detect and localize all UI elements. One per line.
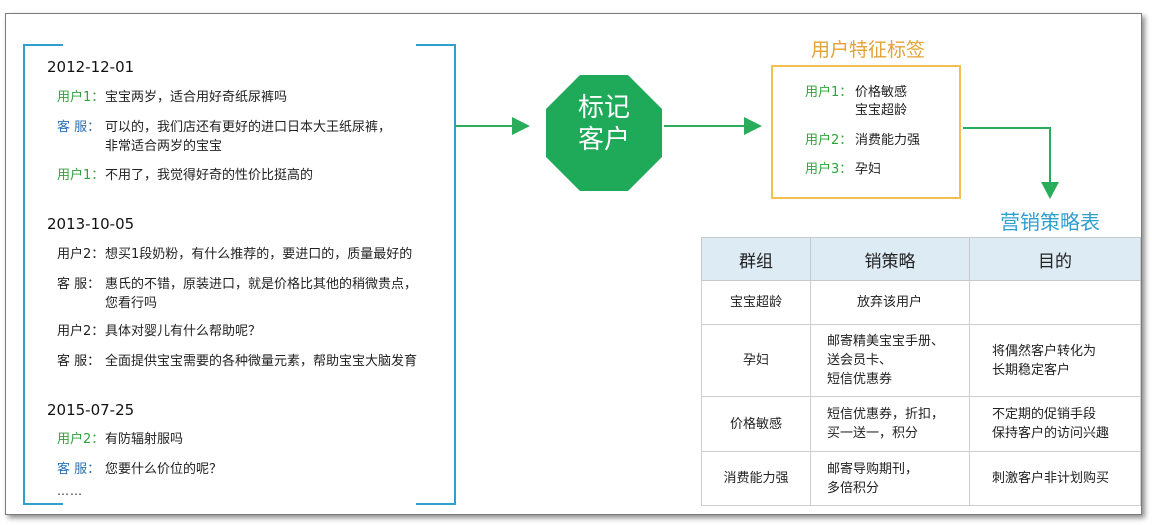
chat-speaker: 客 服：: [57, 277, 101, 292]
chat-line: 客 服： 全面提供宝宝需要的各种微量元素，帮助宝宝大脑发育: [57, 352, 417, 371]
strategy-table: 群组 销策略 目的 宝宝超龄 放弃该用户 孕妇 邮寄精美宝宝手册、 送会员卡、 …: [701, 237, 1141, 506]
chat-line: 客 服： 您要什么价位的呢？: [57, 460, 222, 479]
process-node-line1: 标记: [577, 93, 630, 123]
arrow-to-table: [963, 127, 1051, 182]
conversation-bracket-left: [23, 44, 63, 505]
tag-item: 用户3：孕妇: [805, 161, 881, 179]
table-cell-group: 宝宝超龄: [701, 280, 811, 325]
tag-item: 用户1：价格敏感 宝宝超龄: [805, 84, 907, 120]
tags-title: 用户特征标签: [810, 39, 925, 61]
conversation-date: 2013-10-05: [47, 215, 135, 233]
chat-line: 用户1：不用了，我觉得好奇的性价比挺高的: [57, 166, 313, 185]
chat-text: 全面提供宝宝需要的各种微量元素，帮助宝宝大脑发育: [105, 354, 418, 369]
chat-speaker: 用户2：: [57, 432, 105, 447]
table-cell-strategy: 放弃该用户: [810, 280, 970, 325]
table-header-cell: 目的: [969, 237, 1141, 281]
chat-line: 客 服： 惠氏的不错，原装进口，就是价格比其他的稍微贵点， 您看行吗: [57, 275, 417, 313]
table-row: 价格敏感 短信优惠券，折扣， 买一送一，积分 不定期的促销手段 保持客户的访问兴…: [701, 396, 1141, 452]
conversation-bracket-right: [416, 44, 456, 505]
chat-speaker: 客 服：: [57, 120, 101, 135]
arrowhead-icon: [744, 117, 762, 135]
table-row: 消费能力强 邮寄导购期刊， 多倍积分 刺激客户非计划购买: [701, 451, 1141, 506]
chat-line: 客 服： 可以的，我们店还有更好的进口日本大王纸尿裤， 非常适合两岁的宝宝: [57, 118, 391, 156]
conversation-date: 2015-07-25: [47, 401, 135, 419]
chat-text: 有防辐射服吗: [105, 432, 184, 447]
process-node-label: 标记 客户: [548, 92, 660, 156]
table-cell-goal: 刺激客户非计划购买: [969, 451, 1141, 506]
chat-line: 用户1：宝宝两岁，适合用好奇纸尿裤吗: [57, 88, 287, 107]
chat-speaker: 用户1：: [57, 90, 105, 105]
chat-line: 用户2：想买1段奶粉，有什么推荐的，要进口的，质量最好的: [57, 245, 412, 264]
table-cell-group: 孕妇: [701, 324, 811, 397]
chat-text: 宝宝两岁，适合用好奇纸尿裤吗: [105, 90, 288, 105]
chat-text: 不用了，我觉得好奇的性价比挺高的: [105, 168, 314, 183]
table-cell-goal: [969, 280, 1141, 325]
table-cell-strategy: 邮寄精美宝宝手册、 送会员卡、 短信优惠券: [810, 324, 970, 397]
tag-value: 价格敏感 宝宝超龄: [855, 85, 908, 118]
table-cell-goal: 将偶然客户转化为 长期稳定客户: [969, 324, 1141, 397]
chat-text: 惠氏的不错，原装进口，就是价格比其他的稍微贵点， 您看行吗: [105, 277, 418, 311]
more-ellipsis: ……: [57, 484, 83, 498]
chat-speaker: 客 服：: [57, 462, 101, 477]
table-cell-group: 价格敏感: [701, 396, 811, 452]
chat-speaker: 用户2：: [57, 324, 105, 339]
tag-key: 用户2：: [805, 133, 853, 148]
table-cell-goal: 不定期的促销手段 保持客户的访问兴趣: [969, 396, 1141, 452]
tag-item: 用户2：消费能力强: [805, 132, 920, 150]
table-header-row: 群组 销策略 目的: [701, 237, 1141, 281]
process-node-line2: 客户: [577, 125, 630, 155]
table-cell-group: 消费能力强: [701, 451, 811, 506]
arrowhead-icon: [1041, 182, 1059, 199]
tag-key: 用户3：: [805, 162, 853, 177]
table-row: 宝宝超龄 放弃该用户: [701, 280, 1141, 325]
strategy-table-title: 营销策略表: [1000, 210, 1100, 234]
chat-speaker: 用户2：: [57, 247, 105, 262]
tags-box: [771, 65, 961, 199]
tag-value: 孕妇: [855, 162, 882, 177]
chat-text: 想买1段奶粉，有什么推荐的，要进口的，质量最好的: [105, 247, 413, 262]
table-cell-strategy: 短信优惠券，折扣， 买一送一，积分: [810, 396, 970, 452]
table-cell-strategy: 邮寄导购期刊， 多倍积分: [810, 451, 970, 506]
tag-value: 消费能力强: [855, 133, 921, 148]
chat-speaker: 客 服：: [57, 354, 101, 369]
table-row: 孕妇 邮寄精美宝宝手册、 送会员卡、 短信优惠券 将偶然客户转化为 长期稳定客户: [701, 324, 1141, 397]
arrowhead-icon: [512, 117, 530, 135]
chat-text: 可以的，我们店还有更好的进口日本大王纸尿裤， 非常适合两岁的宝宝: [105, 120, 392, 154]
chat-text: 您要什么价位的呢？: [105, 462, 223, 477]
table-header-cell: 群组: [701, 237, 811, 281]
chat-speaker: 用户1：: [57, 168, 105, 183]
chat-line: 用户2：具体对婴儿有什么帮助呢？: [57, 322, 261, 341]
table-header-cell: 销策略: [810, 237, 970, 281]
chat-text: 具体对婴儿有什么帮助呢？: [105, 324, 262, 339]
conversation-date: 2012-12-01: [47, 58, 135, 76]
octagon-node-shape: [546, 75, 662, 191]
tag-key: 用户1：: [805, 85, 853, 100]
chat-line: 用户2：有防辐射服吗: [57, 430, 183, 449]
